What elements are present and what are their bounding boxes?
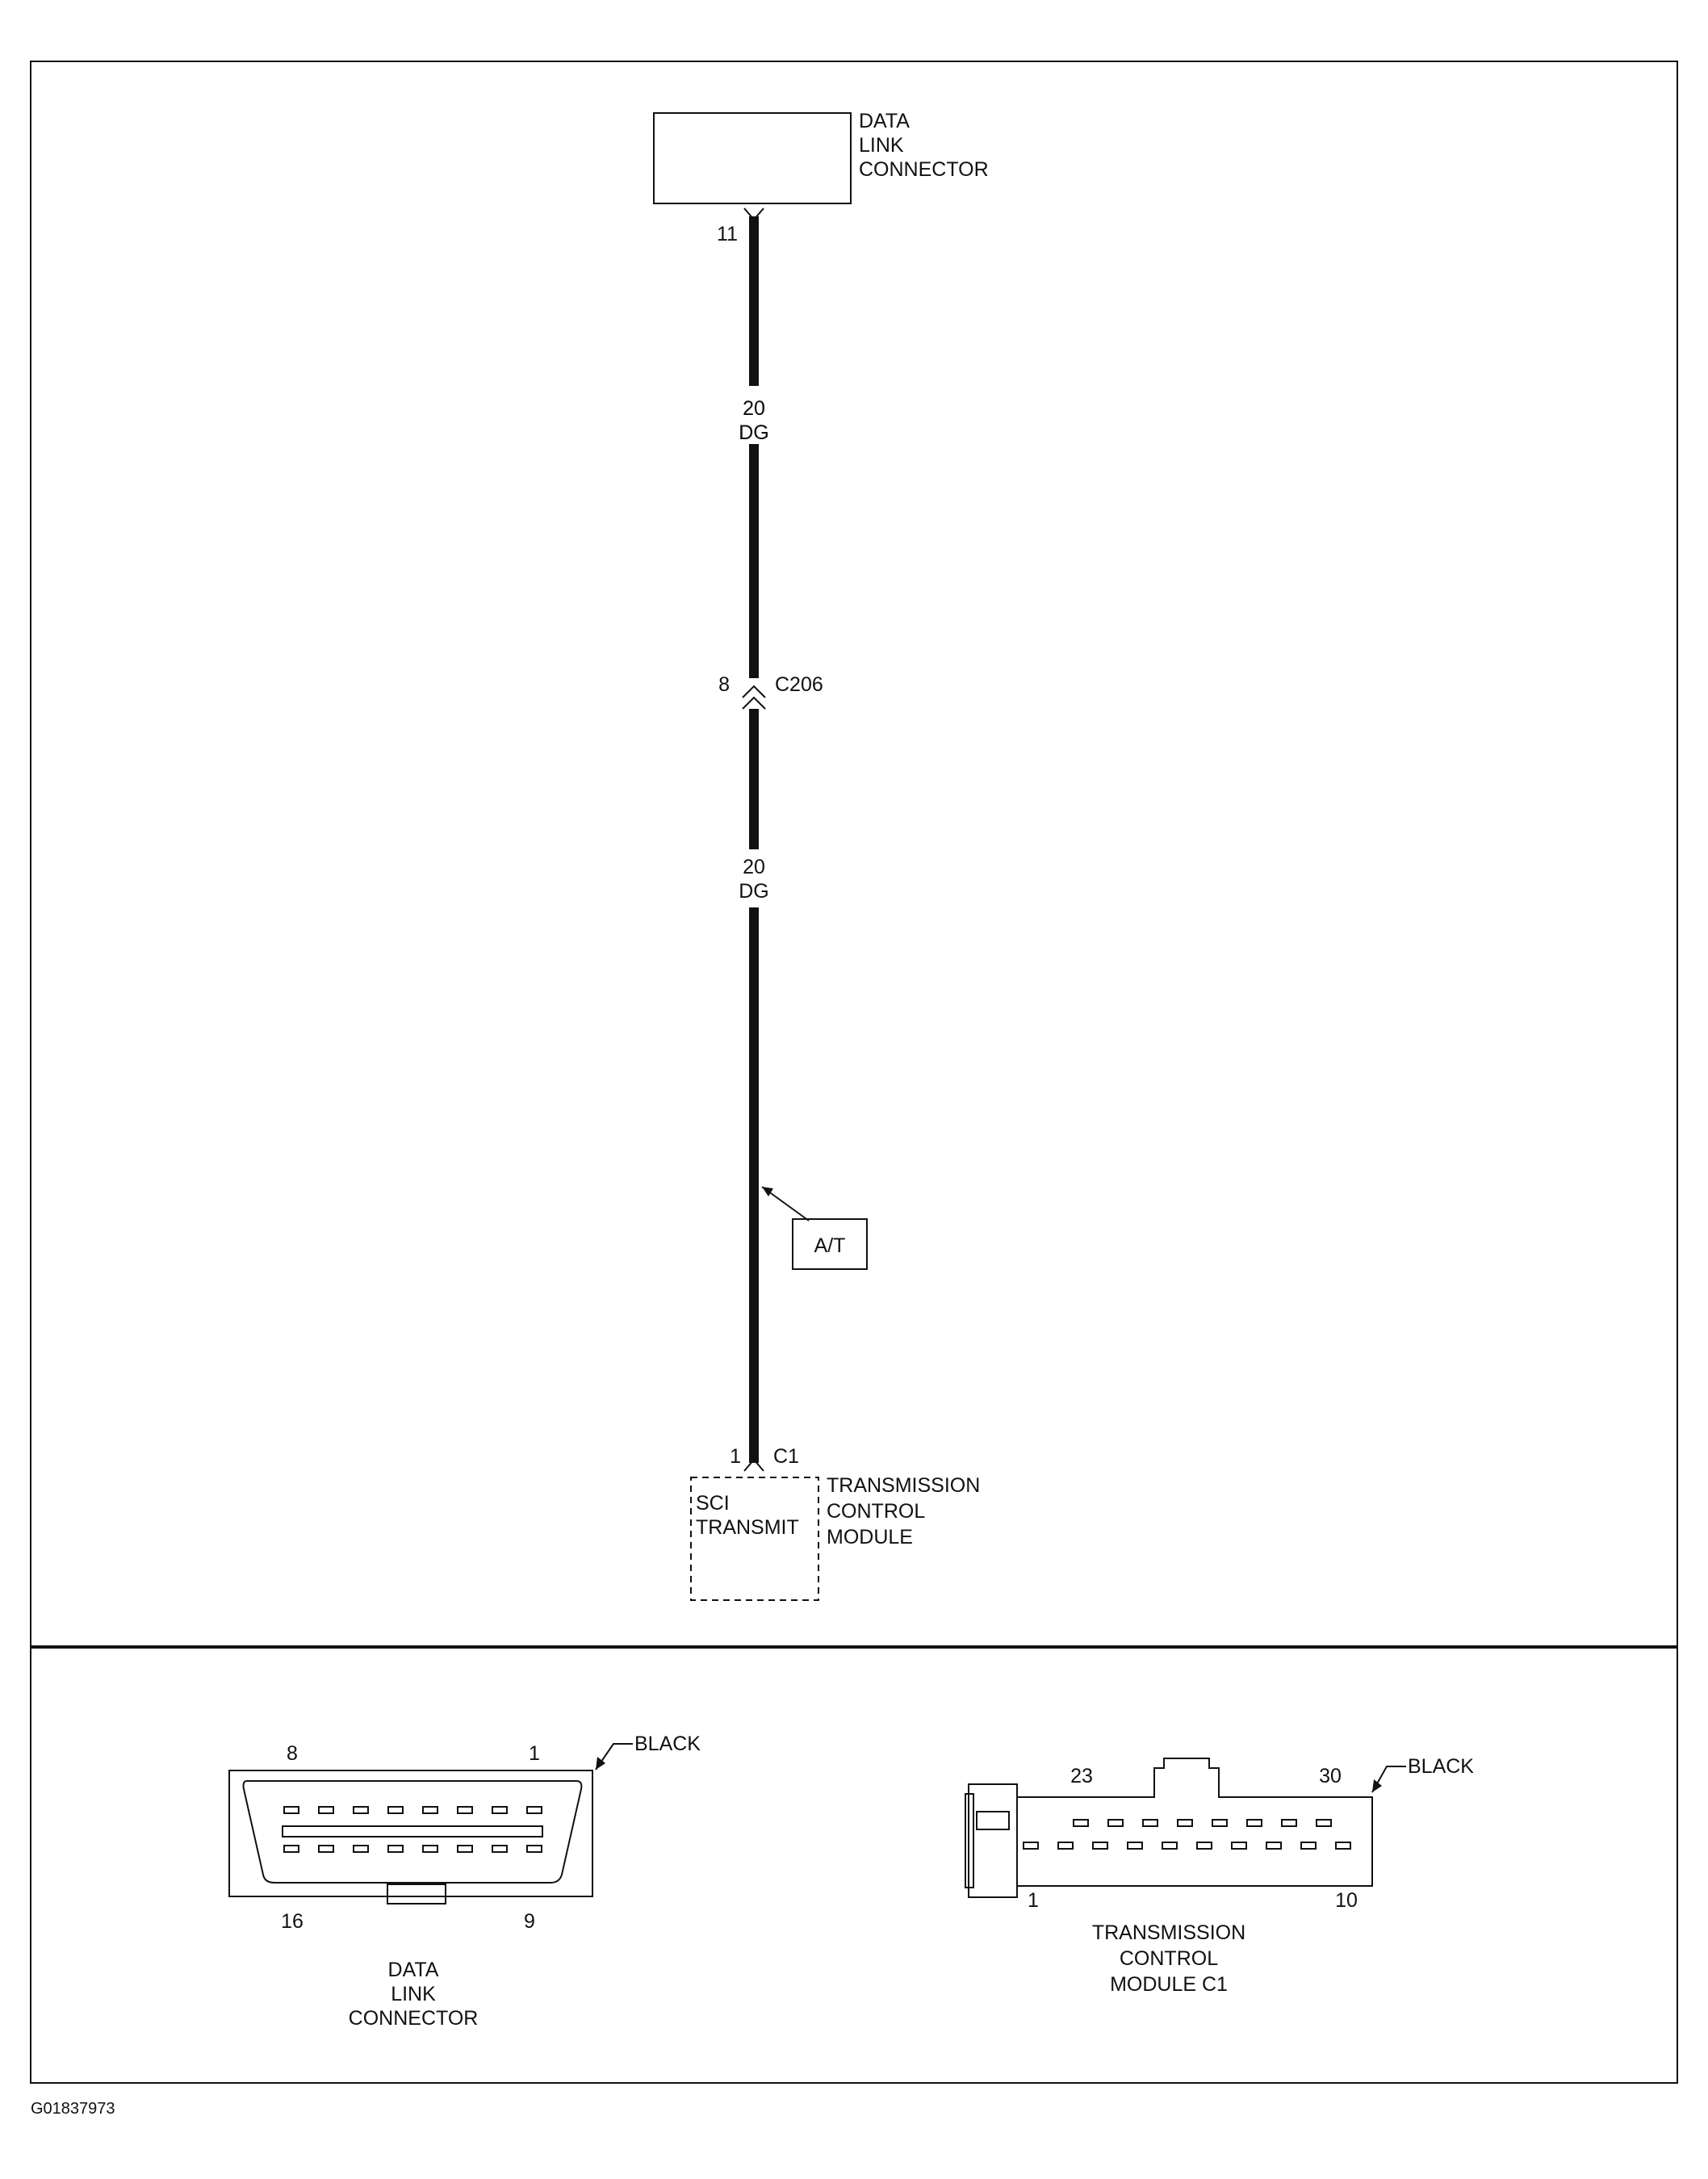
tcm-face-pin-label: 30 — [1319, 1765, 1342, 1787]
dlc-pin-cavity — [387, 1806, 404, 1814]
c206-name: C206 — [775, 673, 823, 696]
tcm-pin-cavity — [1231, 1842, 1247, 1850]
c206-pin-number: 8 — [718, 673, 730, 696]
tcm-pin-cavity — [1057, 1842, 1074, 1850]
dlc-pin-row-top — [283, 1806, 542, 1814]
c206-female-symbol — [742, 696, 766, 710]
tcm-pin-cavity — [1316, 1819, 1332, 1827]
wire-upper — [749, 216, 759, 678]
tcm-pin-cavity — [1196, 1842, 1212, 1850]
dlc-caption-line: CONNECTOR — [349, 2007, 479, 2030]
dlc-pin-cavity — [318, 1806, 334, 1814]
wire-color-upper: DG — [739, 421, 769, 444]
dlc-pin-cavity — [353, 1845, 369, 1853]
tcm-pin-cavity — [1107, 1819, 1124, 1827]
figure-id: G01837973 — [31, 2100, 115, 2118]
dlc-color-label: BLACK — [634, 1733, 701, 1755]
tcm-function-line: SCI — [696, 1492, 730, 1515]
tcm-pin-cavity — [1162, 1842, 1178, 1850]
wire-label-gap — [749, 849, 759, 907]
dlc-box — [653, 112, 852, 204]
tcm-face-lock-edge — [965, 1793, 974, 1888]
dlc-pin-cavity — [457, 1806, 473, 1814]
tcm-label-line: TRANSMISSION — [827, 1474, 980, 1497]
c1-name: C1 — [773, 1445, 799, 1468]
dlc-face-center-key — [282, 1825, 543, 1837]
dlc-pin-number: 11 — [717, 223, 738, 245]
tcm-label-line: MODULE — [827, 1526, 913, 1548]
tcm-face-window — [976, 1811, 1010, 1830]
tcm-pin-row-top — [1073, 1819, 1332, 1827]
tcm-pin-cavity — [1127, 1842, 1143, 1850]
dlc-pin-cavity — [353, 1806, 369, 1814]
dlc-pin-cavity — [457, 1845, 473, 1853]
tcm-face-pin-label: 10 — [1335, 1889, 1358, 1912]
dlc-caption-line: DATA — [388, 1959, 439, 1981]
diagram-frame — [30, 61, 1678, 2084]
dlc-pin-cavity — [283, 1806, 299, 1814]
dlc-color-leader-arrow — [596, 1757, 605, 1770]
dlc-pin-cavity — [422, 1845, 438, 1853]
tcm-face-housing — [1016, 1758, 1373, 1887]
tcm-label-line: CONTROL — [827, 1500, 925, 1523]
tcm-pin-cavity — [1300, 1842, 1317, 1850]
option-tag-box — [792, 1218, 868, 1270]
dlc-label-line: CONNECTOR — [859, 158, 989, 181]
dlc-face-latch — [387, 1884, 446, 1905]
tcm-pin-cavity — [1212, 1819, 1228, 1827]
dlc-pin-cavity — [318, 1845, 334, 1853]
tcm-caption-line: MODULE C1 — [1110, 1973, 1228, 1996]
tcm-pin-cavity — [1246, 1819, 1262, 1827]
dlc-face-view — [228, 1770, 593, 1905]
dlc-label-line: DATA — [859, 110, 910, 132]
dlc-face-pin-label: 1 — [529, 1742, 540, 1765]
wire-lower — [749, 709, 759, 1463]
option-leader-arrow — [762, 1187, 773, 1196]
tcm-pin-cavity — [1073, 1819, 1089, 1827]
dlc-face-shroud — [242, 1780, 583, 1884]
dlc-face-outer — [228, 1770, 593, 1897]
dlc-pin-cavity — [526, 1806, 542, 1814]
tcm-caption-line: TRANSMISSION — [1092, 1921, 1245, 1944]
wire-label-gap — [749, 386, 759, 444]
tcm-pin-cavity — [1177, 1819, 1193, 1827]
tcm-caption-line: CONTROL — [1120, 1947, 1218, 1970]
tcm-pin-cavity — [1023, 1842, 1039, 1850]
option-tag: A/T — [814, 1234, 846, 1257]
tcm-color-label: BLACK — [1408, 1755, 1474, 1778]
c1-terminal-symbol — [743, 1458, 764, 1472]
dlc-face-pin-label: 9 — [524, 1910, 535, 1933]
dlc-face-pin-label: 8 — [287, 1742, 298, 1765]
wire-color-lower: DG — [739, 880, 769, 903]
tcm-function-line: TRANSMIT — [696, 1516, 799, 1539]
wire-gauge-upper: 20 — [743, 397, 765, 420]
tcm-face-pin-label: 1 — [1028, 1889, 1039, 1912]
dlc-face-pin-label: 16 — [281, 1910, 304, 1933]
tcm-pin-cavity — [1335, 1842, 1351, 1850]
dlc-pin-cavity — [526, 1845, 542, 1853]
tcm-pin-cavity — [1266, 1842, 1282, 1850]
c206-male-symbol — [742, 685, 766, 698]
dlc-pin-cavity — [492, 1845, 508, 1853]
tcm-color-leader-arrow — [1372, 1779, 1382, 1792]
dlc-label-line: LINK — [859, 134, 904, 157]
tcm-face-pin-label: 23 — [1070, 1765, 1093, 1787]
tcm-face-lock-tab — [968, 1783, 1018, 1898]
tcm-pin-cavity — [1092, 1842, 1108, 1850]
dlc-pin-row-bottom — [283, 1845, 542, 1853]
c1-pin-number: 1 — [730, 1445, 741, 1468]
dlc-pin-cavity — [387, 1845, 404, 1853]
wire-gauge-lower: 20 — [743, 856, 765, 878]
dlc-caption-line: LINK — [391, 1983, 436, 2005]
tcm-pin-row-bottom — [1023, 1842, 1351, 1850]
tcm-pin-cavity — [1142, 1819, 1158, 1827]
dlc-pin-cavity — [283, 1845, 299, 1853]
tcm-pin-cavity — [1281, 1819, 1297, 1827]
dlc-pin-cavity — [492, 1806, 508, 1814]
dlc-pin-cavity — [422, 1806, 438, 1814]
tcm-face-view — [965, 1758, 1373, 1898]
